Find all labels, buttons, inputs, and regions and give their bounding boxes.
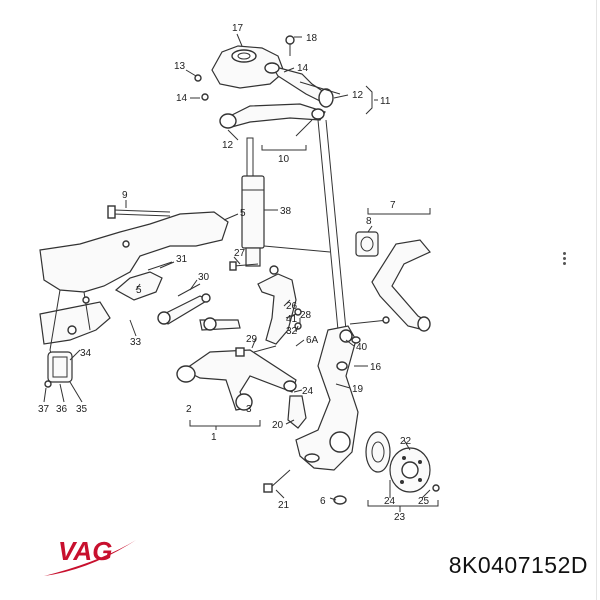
callout-label: 22 xyxy=(400,436,412,447)
wheel-hub xyxy=(365,431,440,507)
callout-label: 6A xyxy=(306,335,319,346)
subframe xyxy=(39,211,229,371)
callout-label: 32 xyxy=(286,326,298,337)
shock-absorber xyxy=(241,137,331,267)
callout-label: 18 xyxy=(306,33,318,44)
callout-label: 30 xyxy=(198,272,210,283)
callout-label: 6 xyxy=(320,496,326,507)
callout-label: 28 xyxy=(300,310,312,321)
callout-label: 31 xyxy=(176,254,188,265)
callout-label: 19 xyxy=(352,384,364,395)
bottom-bolts xyxy=(229,261,390,505)
callout-label: 38 xyxy=(280,206,292,217)
callout-label: 5 xyxy=(240,208,246,219)
part-number: 8K0407152D xyxy=(448,552,588,578)
bracket xyxy=(257,265,302,345)
callout-label: 16 xyxy=(370,362,382,373)
callout-label: 24 xyxy=(384,496,396,507)
callout-label: 33 xyxy=(130,337,142,348)
upper-control-arms xyxy=(219,62,341,129)
callout-label: 3 xyxy=(246,404,252,415)
link-rods xyxy=(147,261,241,331)
callout-label: 1 xyxy=(211,432,217,443)
lower-control-arm xyxy=(176,349,297,430)
strut-mount xyxy=(194,35,295,101)
callout-label: 14 xyxy=(176,93,188,104)
brand-logo-text: VAG xyxy=(58,536,112,566)
right-control-arm xyxy=(355,208,431,332)
callout-label: 2 xyxy=(186,404,192,415)
callout-label: 21 xyxy=(278,500,290,511)
callout-label: 24 xyxy=(302,386,314,397)
callout-label: 20 xyxy=(272,420,284,431)
callout-label: 29 xyxy=(246,334,258,345)
callout-label: 41 xyxy=(286,314,298,325)
callout-label: 10 xyxy=(278,154,290,165)
callout-label: 27 xyxy=(234,248,246,259)
callout-label: 17 xyxy=(232,23,244,34)
callout-label: 13 xyxy=(174,61,186,72)
callout-label: 12 xyxy=(222,140,234,151)
vag-logo: VAG xyxy=(44,536,136,576)
tie-rod-long xyxy=(317,119,347,331)
suspension-diagram: 18 17 13 14 14 12 11 12 10 9 5 38 7 8 31… xyxy=(38,23,440,520)
more-options-icon[interactable] xyxy=(563,250,566,267)
callout-label: 8 xyxy=(366,216,372,227)
callout-label: 36 xyxy=(56,404,68,415)
callout-label: 5 xyxy=(136,285,142,296)
bolt xyxy=(107,205,171,219)
callout-label: 9 xyxy=(122,190,128,201)
stabilizer-bushing xyxy=(44,351,73,388)
steering-knuckle xyxy=(287,325,359,471)
leader-lines xyxy=(43,33,431,512)
callout-label: 34 xyxy=(80,348,92,359)
callout-label: 14 xyxy=(297,63,309,74)
callout-label: 7 xyxy=(390,200,396,211)
callout-labels: 18 17 13 14 14 12 11 12 10 9 5 38 7 8 31… xyxy=(38,23,430,520)
callout-label: 35 xyxy=(76,404,88,415)
callout-label: 11 xyxy=(380,96,391,107)
callout-label: 37 xyxy=(38,404,50,415)
callout-label: 23 xyxy=(394,512,406,520)
callout-label: 26 xyxy=(286,301,298,312)
callout-label: 40 xyxy=(356,342,368,353)
edge-divider xyxy=(596,0,597,600)
callout-label: 25 xyxy=(418,496,430,507)
callout-label: 12 xyxy=(352,90,364,101)
